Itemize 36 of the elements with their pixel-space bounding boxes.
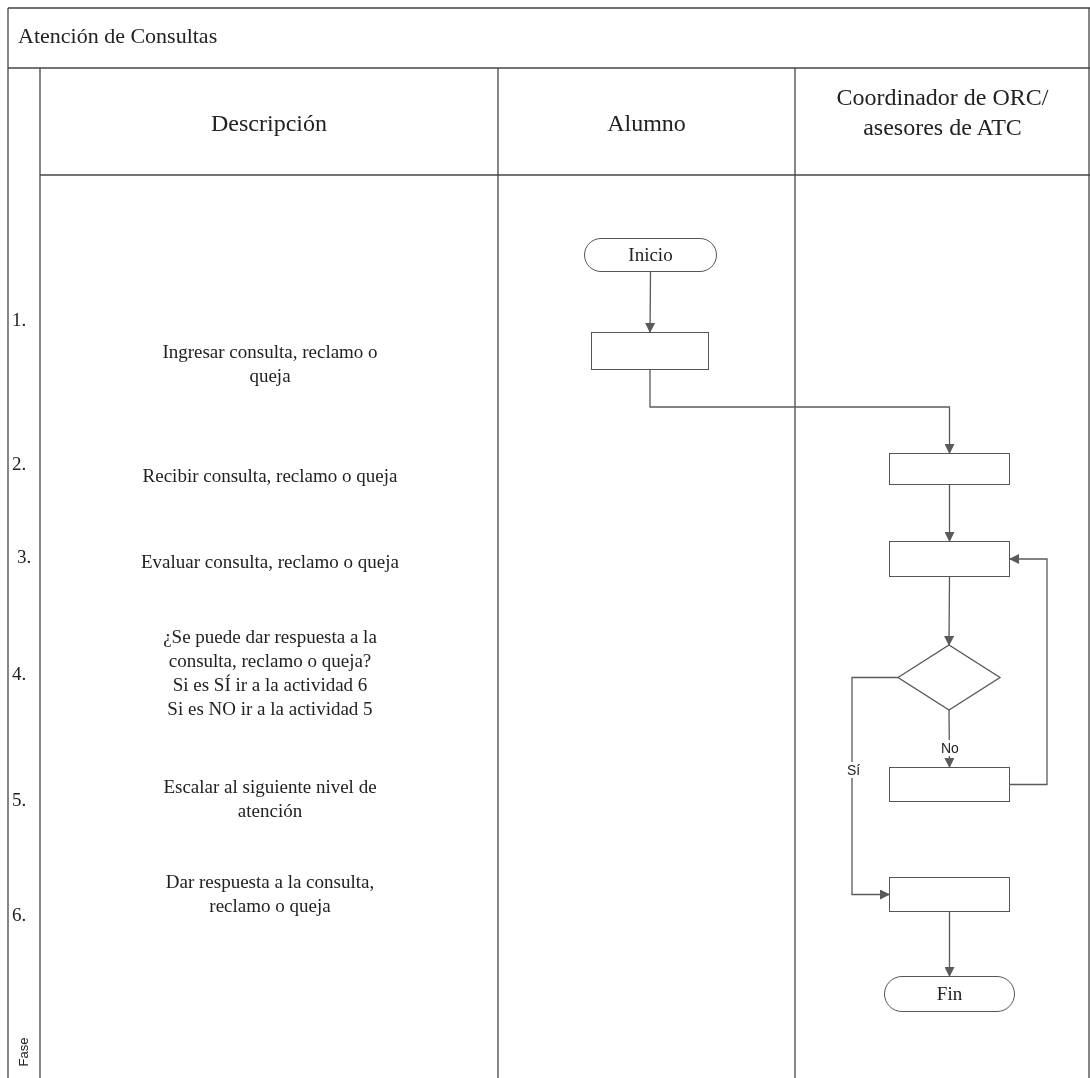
arrow <box>944 484 955 542</box>
arrow <box>649 369 955 454</box>
process-box <box>889 877 1010 912</box>
step-description: Recibir consulta, reclamo o queja <box>141 464 399 488</box>
process-box <box>889 453 1010 485</box>
edge-label: No <box>940 740 960 756</box>
arrow <box>944 911 955 977</box>
step-number: 3. <box>17 545 32 569</box>
column-header: Descripción <box>210 109 328 138</box>
column-header: Alumno <box>606 109 687 138</box>
terminal-pill: Fin <box>884 976 1015 1012</box>
decision-diamond <box>896 644 1002 711</box>
step-description: Si es NO ir a la actividad 5 <box>166 697 374 721</box>
step-description: Escalar al siguiente nivel de atención <box>162 775 378 823</box>
terminal-pill: Inicio <box>584 238 717 272</box>
diagram-title: Atención de Consultas <box>18 24 218 48</box>
step-description: ¿Se puede dar respuesta a la consulta, reclamo o queja? <box>162 625 378 673</box>
step-number: 4. <box>12 662 27 686</box>
arrow <box>645 271 656 333</box>
step-number: 5. <box>12 788 27 812</box>
edge-label: Sí <box>846 762 862 778</box>
step-description: Evaluar consulta, reclamo o queja <box>140 550 400 574</box>
step-description: Dar respuesta a la consulta, reclamo o queja <box>164 870 376 918</box>
step-number: 2. <box>12 452 27 476</box>
process-box <box>889 541 1010 577</box>
arrow <box>944 576 955 646</box>
row-header: Fase <box>15 1037 33 1067</box>
process-box <box>889 767 1010 802</box>
column-header: Coordinador de ORC/ asesores de ATC <box>835 83 1050 142</box>
step-description: Si es SÍ ir a la actividad 6 <box>171 673 369 697</box>
step-description: Ingresar consulta, reclamo o queja <box>161 340 379 388</box>
step-number: 6. <box>12 903 27 927</box>
arrow <box>851 676 899 900</box>
arrow <box>1009 554 1048 786</box>
process-box <box>591 332 709 370</box>
step-number: 1. <box>12 308 27 332</box>
